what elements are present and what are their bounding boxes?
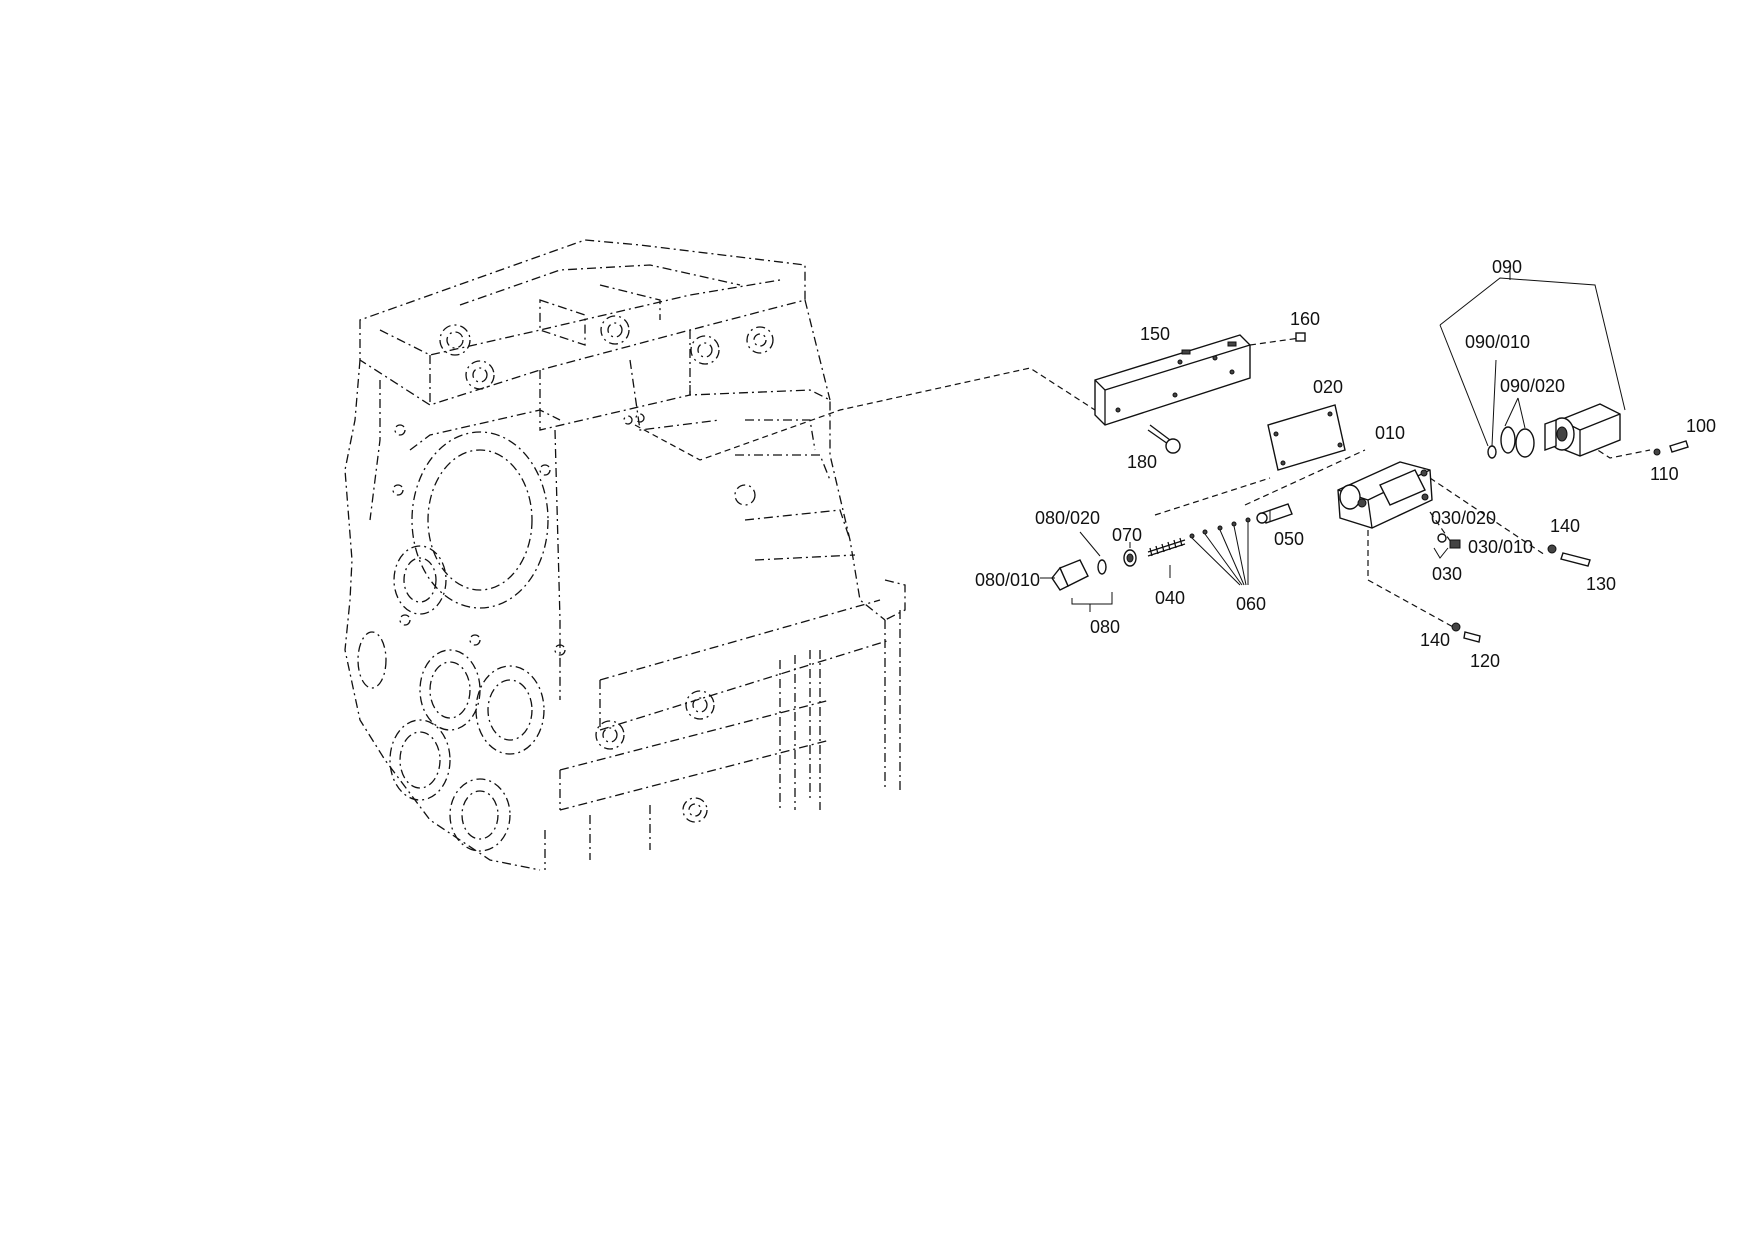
callout-040: 040 <box>1155 588 1185 608</box>
callout-010: 010 <box>1375 423 1405 443</box>
callout-020: 020 <box>1313 377 1343 397</box>
callout-180: 180 <box>1127 452 1157 472</box>
gasket-020[interactable] <box>1267 404 1346 471</box>
o-ring-090-010[interactable] <box>1487 445 1497 459</box>
plate-150[interactable] <box>1094 334 1251 426</box>
callout-140-upper: 140 <box>1550 516 1580 536</box>
callout-labels: 090 090/010 090/020 100 110 150 160 020 … <box>975 257 1716 671</box>
callout-080-010: 080/010 <box>975 570 1040 590</box>
transmission-housing <box>344 239 906 871</box>
callout-080: 080 <box>1090 617 1120 637</box>
bracket-080 <box>1071 592 1113 612</box>
screw-130[interactable] <box>1560 552 1591 567</box>
callout-080-020: 080/020 <box>1035 508 1100 528</box>
callout-160: 160 <box>1290 309 1320 329</box>
leader-080-020 <box>1040 531 1101 579</box>
callout-120: 120 <box>1470 651 1500 671</box>
leader-070-040-050 <box>1129 510 1271 578</box>
callout-110: 110 <box>1650 464 1679 484</box>
washer-140-lower[interactable] <box>1451 622 1461 632</box>
ring-070[interactable] <box>1123 549 1137 567</box>
callout-050: 050 <box>1274 529 1304 549</box>
washer-110[interactable] <box>1653 448 1661 456</box>
bolt-180[interactable] <box>1147 424 1181 454</box>
callout-090-010: 090/010 <box>1465 332 1530 352</box>
o-rings-090-020[interactable] <box>1500 426 1535 458</box>
washer-140-upper[interactable] <box>1547 544 1557 554</box>
callout-130: 130 <box>1586 574 1616 594</box>
assembly-lines <box>634 337 1651 629</box>
callout-030-010: 030/010 <box>1468 537 1533 557</box>
bracket-090 <box>1439 265 1626 447</box>
screw-120[interactable] <box>1463 631 1481 643</box>
callout-090-020: 090/020 <box>1500 376 1565 396</box>
callout-030: 030 <box>1432 564 1462 584</box>
solenoid-090[interactable] <box>1544 403 1621 457</box>
callout-150: 150 <box>1140 324 1170 344</box>
valve-body-010[interactable] <box>1337 461 1433 529</box>
callout-140-lower: 140 <box>1420 630 1450 650</box>
spring-040[interactable] <box>1147 537 1186 557</box>
balls-060[interactable] <box>1189 517 1251 586</box>
callout-070: 070 <box>1112 525 1142 545</box>
callout-100: 100 <box>1686 416 1716 436</box>
callout-090: 090 <box>1492 257 1522 277</box>
screw-100[interactable] <box>1669 440 1689 453</box>
callout-060: 060 <box>1236 594 1266 614</box>
fitting-050[interactable] <box>1256 503 1293 524</box>
plug-160[interactable] <box>1295 332 1306 342</box>
plug-030[interactable] <box>1433 533 1461 559</box>
plug-080[interactable] <box>1051 559 1107 591</box>
callout-030-020: 030/020 <box>1431 508 1496 528</box>
